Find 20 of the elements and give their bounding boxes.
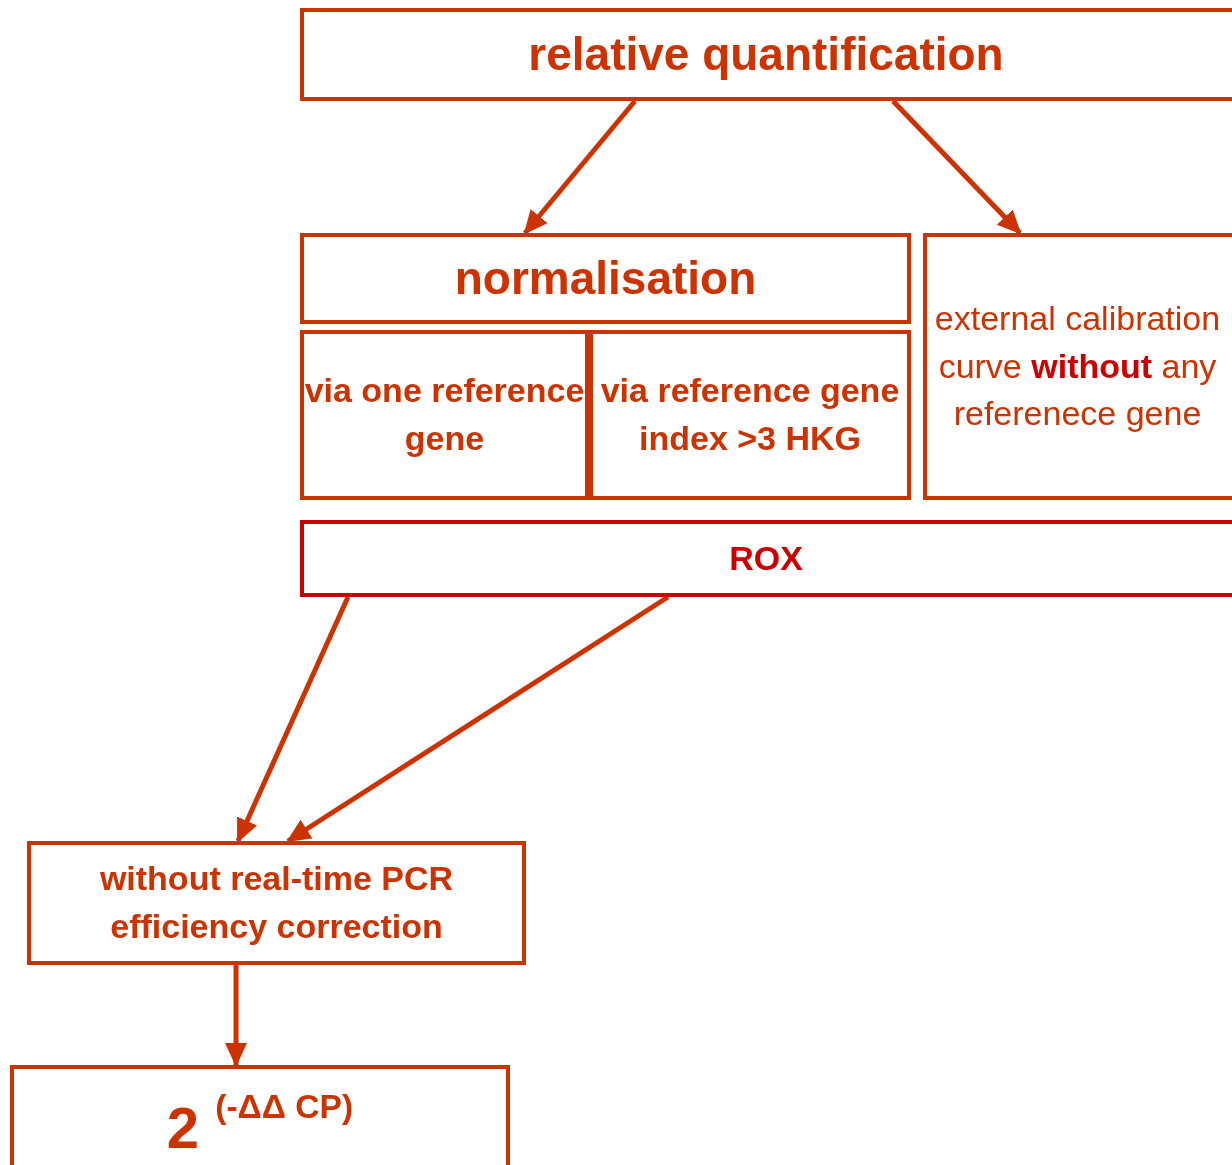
- process-box: [300, 330, 589, 500]
- process-box: [589, 330, 911, 500]
- box-label: 2 $^{(-ΔΔ CP)}$: [166, 1087, 354, 1163]
- process-box: [27, 841, 526, 965]
- arrow: [891, 99, 1022, 235]
- box-label: external calibration curve without any referenece gene: [933, 298, 1222, 435]
- box-label: relative quantification: [528, 27, 1004, 83]
- box-label: via one reference gene: [304, 370, 585, 459]
- process-box: [300, 8, 1232, 101]
- process-box: [300, 233, 911, 324]
- process-box: [10, 1065, 510, 1165]
- process-box: [923, 233, 1232, 500]
- box-label: ROX: [729, 537, 803, 579]
- arrow: [235, 595, 351, 843]
- arrow: [225, 965, 247, 1067]
- box-label: via reference gene index >3 HKG: [599, 370, 901, 459]
- box-label: normalisation: [454, 251, 757, 307]
- arrow: [523, 99, 637, 235]
- process-box: [300, 520, 1232, 597]
- box-label: without real-time PCR efficiency correction: [98, 858, 455, 947]
